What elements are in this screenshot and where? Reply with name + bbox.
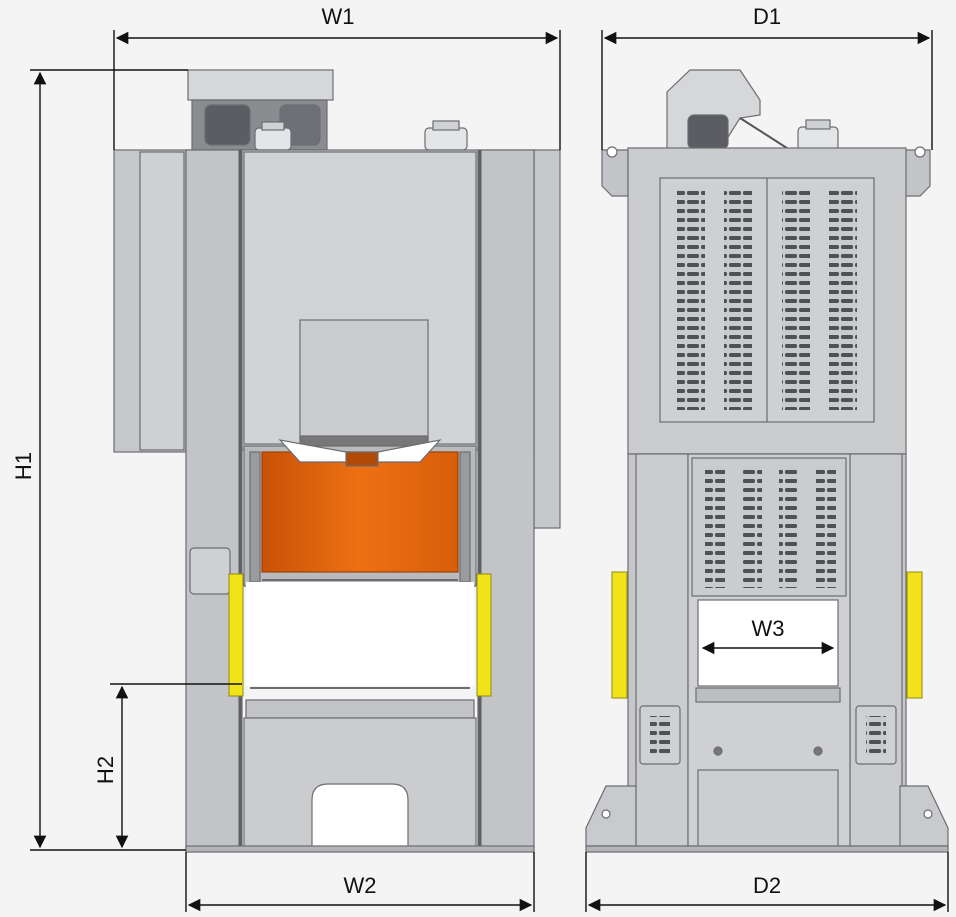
dimension-lines: [30, 30, 949, 912]
press-side-view-icon: [585, 69, 949, 853]
label-h2: H2: [93, 756, 118, 784]
label-w3: W3: [752, 616, 785, 641]
safety-light-curtain-front: [228, 573, 492, 697]
label-w1: W1: [322, 4, 355, 29]
label-h1: H1: [11, 452, 36, 480]
label-w2: W2: [344, 873, 377, 898]
label-d2: D2: [753, 873, 781, 898]
safety-light-curtain-side: [611, 571, 923, 699]
press-front-view-icon: [113, 69, 561, 853]
label-d1: D1: [753, 4, 781, 29]
dimension-labels: W1 D1 W2 D2 W3 H1 H2: [11, 4, 785, 898]
